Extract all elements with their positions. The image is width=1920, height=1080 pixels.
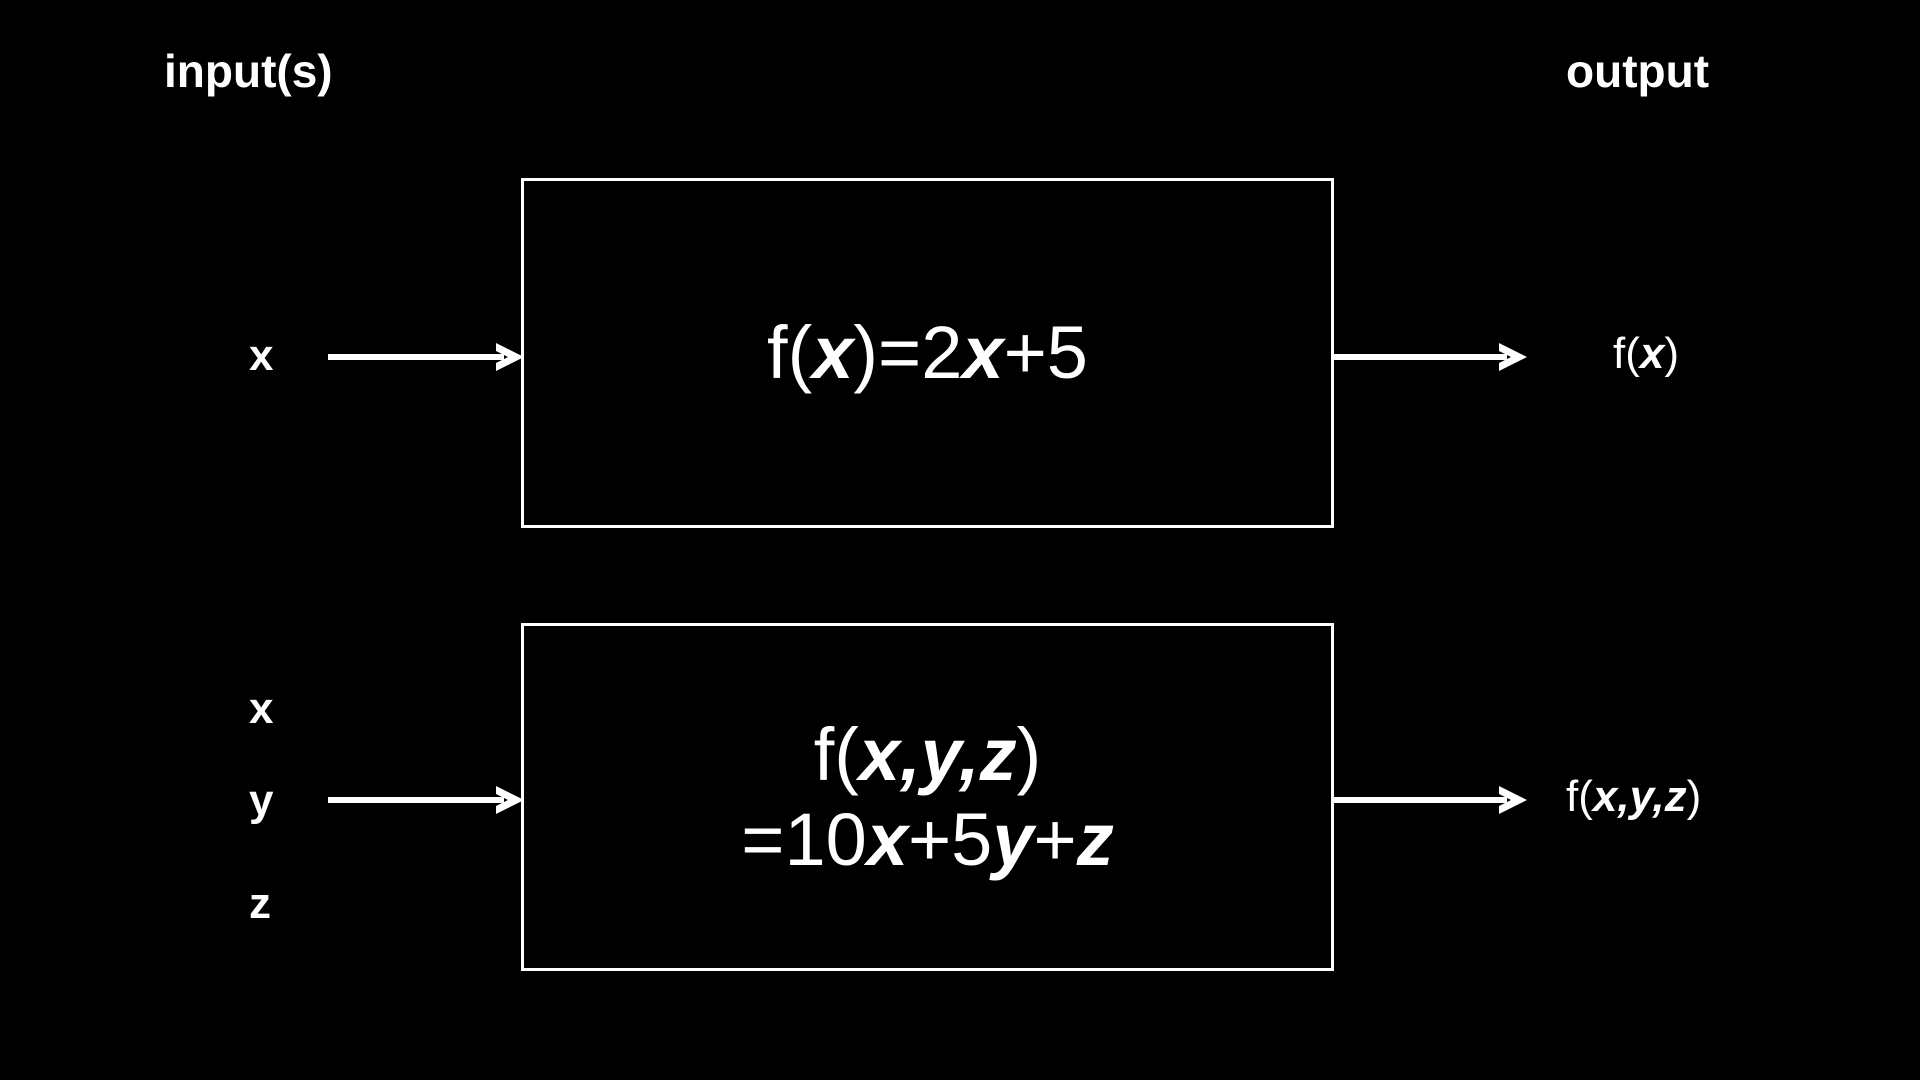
function-box-single-variable: f(x)=2x+5 bbox=[521, 178, 1334, 528]
input-label-x-single: x bbox=[249, 331, 274, 380]
formula-variable: x bbox=[866, 798, 908, 881]
formula-variable: y bbox=[992, 798, 1034, 881]
formula-part: ) bbox=[1016, 712, 1042, 796]
output-part: ) bbox=[1686, 772, 1702, 821]
formula-single-variable-line-1: f(x)=2x+5 bbox=[767, 310, 1088, 395]
arrow-right-glyph bbox=[328, 343, 524, 371]
input-label-x-multi: x bbox=[249, 684, 274, 733]
arrow-right-glyph bbox=[1331, 786, 1527, 814]
output-column-header: output bbox=[1566, 45, 1710, 97]
output-part: f( bbox=[1613, 329, 1640, 378]
formula-part: +5 bbox=[907, 798, 993, 881]
formula-part: f( bbox=[767, 311, 813, 395]
output-part: ) bbox=[1664, 329, 1680, 378]
formula-multi-variable-line-1: f(x,y,z) bbox=[814, 712, 1042, 797]
formula-variable: z bbox=[1076, 798, 1114, 881]
output-label-single-variable: f(x) bbox=[1613, 332, 1679, 376]
formula-part: + bbox=[1033, 798, 1077, 881]
output-variable: x,y,z bbox=[1592, 772, 1687, 821]
output-part: f( bbox=[1566, 772, 1593, 821]
formula-part: +5 bbox=[1003, 311, 1088, 395]
input-label-y-multi: y bbox=[249, 776, 274, 825]
formula-variable: x,y,z bbox=[858, 712, 1017, 796]
arrow-right-icon bbox=[328, 783, 524, 817]
formula-part: =10 bbox=[741, 798, 867, 881]
arrow-right-glyph bbox=[328, 786, 524, 814]
output-label-multi-variable: f(x,y,z) bbox=[1566, 775, 1701, 819]
arrow-right-glyph bbox=[1331, 343, 1527, 371]
formula-variable: x bbox=[962, 311, 1004, 395]
formula-part: )=2 bbox=[853, 311, 963, 395]
formula-part: f( bbox=[813, 712, 859, 796]
input-label-z-multi: z bbox=[249, 879, 271, 928]
function-box-multi-variable: f(x,y,z) =10x+5y+z bbox=[521, 623, 1334, 971]
arrow-right-icon bbox=[1331, 783, 1527, 817]
output-variable: x bbox=[1639, 329, 1665, 378]
formula-multi-variable-line-2: =10x+5y+z bbox=[741, 797, 1113, 882]
formula-variable: x bbox=[812, 311, 854, 395]
arrow-right-icon bbox=[328, 340, 524, 374]
input-column-header: input(s) bbox=[164, 45, 333, 97]
arrow-right-icon bbox=[1331, 340, 1527, 374]
